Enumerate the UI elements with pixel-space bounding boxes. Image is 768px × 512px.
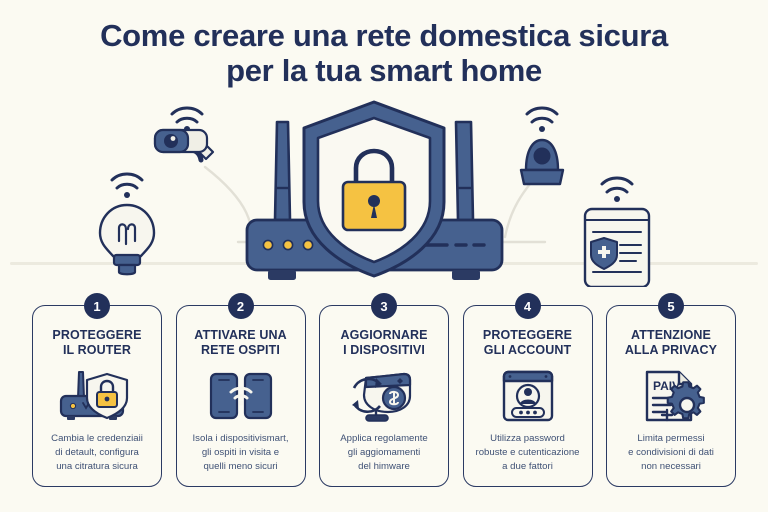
step-title-4: PROTEGGERE GLI ACCOUNT <box>469 328 587 358</box>
shield-lock-icon <box>302 100 446 278</box>
step-desc-2-line-1: Isola i dispositivismart, <box>192 433 289 444</box>
hero-illustration <box>0 92 768 287</box>
step-number-badge-5: 5 <box>658 293 684 319</box>
step-card-2[interactable]: 2 ATTIVARE UNA RETE OSPITI Isola i dispo <box>175 293 306 487</box>
step-desc-3-line-2: gli aggiomamenti <box>347 447 421 458</box>
two-phones-wifi-icon <box>193 367 289 425</box>
router-leds <box>262 239 314 251</box>
page-title-line-1: Come creare una rete domestica sicura <box>100 18 668 53</box>
step-title-4-line-2: GLI ACCOUNT <box>483 343 572 357</box>
step-desc-1-line-1: Cambia le credenziaii <box>51 433 143 444</box>
step-desc-2: Isola i dispositivismart, gli ospiti in … <box>180 432 302 474</box>
step-title-1: PROTEGGERE IL ROUTER <box>38 328 156 358</box>
step-desc-2-line-3: quelli meno sicuri <box>203 461 278 472</box>
login-window-user-password-icon <box>480 367 576 425</box>
page-title-line-2: per la tua smart home <box>226 53 542 88</box>
security-camera-icon <box>153 106 215 163</box>
step-title-1-line-1: PROTEGGERE <box>52 328 142 342</box>
step-title-4-line-1: PROTEGGERE <box>482 328 573 342</box>
step-title-2-line-1: ATTIVARE UNA <box>194 328 287 342</box>
router-device <box>245 120 504 280</box>
step-title-3-line-2: I DISPOSITIVI <box>343 343 425 357</box>
step-number-badge-1: 1 <box>84 293 110 319</box>
gear-icon <box>666 381 705 420</box>
step-number-badge-4: 4 <box>514 293 541 319</box>
step-card-4[interactable]: 4 PROTEGGERE GLI ACCOUNT Utilizza passwo… <box>462 293 593 487</box>
step-desc-1: Cambia le credenziaii di detault, config… <box>36 432 158 474</box>
step-card-5[interactable]: 5 ATTENZIONE ALLA PRIVACY PAIV <box>606 293 736 487</box>
smart-bulb-icon <box>98 172 156 276</box>
step-desc-3: Applica regolamente gli aggiomamenti del… <box>323 432 445 474</box>
step-title-5-line-1: ATTENZIONE <box>631 328 711 342</box>
step-desc-4-line-1: Utilizza password <box>490 433 565 444</box>
step-desc-1-line-3: una citratura sicura <box>56 461 138 472</box>
step-desc-5-line-1: Limita permessi <box>637 433 705 444</box>
step-desc-4-line-2: robuste e cutenticazione <box>475 447 580 458</box>
smart-speaker-icon <box>519 106 565 186</box>
step-title-3-line-1: AGGIORNARE <box>340 328 428 342</box>
document-gear-privacy-icon: PAIV <box>623 367 719 425</box>
step-desc-3-line-3: del himware <box>358 461 410 472</box>
step-desc-2-line-2: gli ospiti in visita e <box>201 447 280 458</box>
page-title: Come creare una rete domestica sicura pe… <box>0 18 768 88</box>
step-card-3[interactable]: 3 AGGIORNARE I DISPOSITIVI Applica regol… <box>319 293 449 487</box>
step-desc-5-line-2: e condivisioni di dati <box>628 447 714 458</box>
step-desc-3-line-1: Applica regolamente <box>340 433 428 444</box>
step-title-1-line-2: IL ROUTER <box>62 343 132 357</box>
step-desc-1-line-2: di detault, configura <box>55 447 139 458</box>
step-title-3: AGGIORNARE I DISPOSITIVI <box>325 328 443 358</box>
step-title-5-line-2: ALLA PRIVACY <box>624 343 718 357</box>
step-desc-4-line-3: a due fattori <box>502 461 553 472</box>
step-number-badge-3: 3 <box>371 293 397 319</box>
step-title-2-line-2: RETE OSPITI <box>201 343 280 357</box>
steps-card-row: 1 PROTEGGERE IL ROUTER Cambia le credenz… <box>32 293 736 487</box>
device-update-refresh-icon <box>336 367 432 425</box>
step-title-5: ATTENZIONE ALLA PRIVACY <box>612 328 730 358</box>
step-desc-5: Limita permessi e condivisioni di dati n… <box>610 432 732 474</box>
step-card-1[interactable]: 1 PROTEGGERE IL ROUTER Cambia le credenz… <box>32 293 162 487</box>
step-desc-5-line-3: non necessari <box>641 461 701 472</box>
tablet-shield-icon <box>583 176 651 287</box>
step-title-2: ATTIVARE UNA RETE OSPITI <box>182 328 300 358</box>
router-shield-lock-icon <box>49 367 145 425</box>
step-number-badge-2: 2 <box>227 293 254 319</box>
step-desc-4: Utilizza password robuste e cutenticazio… <box>467 432 589 474</box>
